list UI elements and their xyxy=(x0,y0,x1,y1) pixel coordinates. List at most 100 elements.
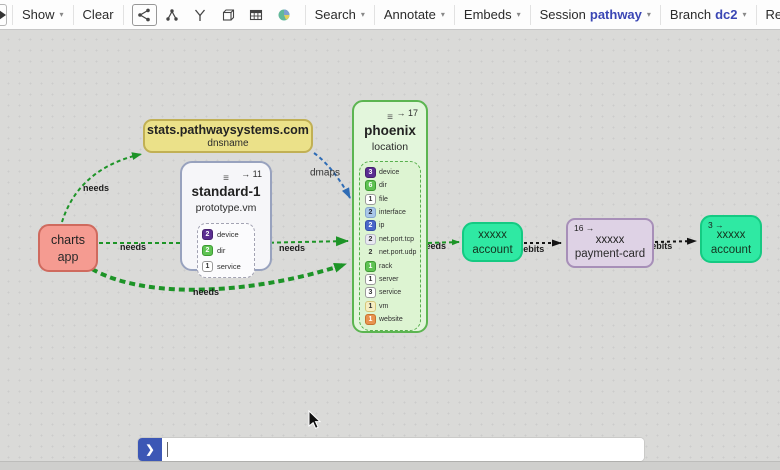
list-item-dir[interactable]: 6 dir xyxy=(365,180,415,192)
list-item-net-port-udp[interactable]: 2 net.port.udp xyxy=(365,247,417,258)
cube-view-button[interactable] xyxy=(216,4,241,26)
show-label: Show xyxy=(22,7,55,22)
show-menu-button[interactable]: Show ▾ xyxy=(13,0,73,29)
toolbar-divider xyxy=(373,4,375,25)
list-item-file[interactable]: 1 file xyxy=(365,193,415,205)
chevron-down-icon: ▾ xyxy=(360,10,365,19)
branch-menu-button[interactable]: Branch dc2 ▾ xyxy=(661,0,756,29)
annotate-menu-button[interactable]: Annotate ▾ xyxy=(375,0,454,29)
item-label: file xyxy=(379,195,388,203)
node-title: xxxxx xyxy=(716,228,746,241)
item-label: service xyxy=(217,262,241,271)
list-item-device[interactable]: 3 device xyxy=(365,167,415,178)
clear-button[interactable]: Clear xyxy=(74,0,123,29)
graph-canvas[interactable]: needs needs needs needs dmaps needs debi… xyxy=(0,30,780,470)
node-payment-card[interactable]: 16 → xxxxx payment-card xyxy=(566,218,654,268)
node-subtitle: prototype.vm xyxy=(195,202,257,214)
embeds-menu-button[interactable]: Embeds ▾ xyxy=(455,0,530,29)
list-item-device[interactable]: 2 device xyxy=(202,229,250,240)
session-menu-button[interactable]: Session pathway ▾ xyxy=(531,0,660,29)
cube-icon xyxy=(223,8,235,21)
list-item-website[interactable]: 1 website xyxy=(365,313,415,325)
chevron-down-icon: ▾ xyxy=(440,10,445,19)
edge-paymentcard-account2[interactable] xyxy=(654,237,697,245)
chevron-down-icon: ▾ xyxy=(646,10,651,19)
node-dnsname[interactable]: stats.pathwaysystems.com dnsname xyxy=(143,119,313,153)
node-phoenix[interactable]: ≡ → 17 phoenix location 3 device 6 dir 1… xyxy=(352,100,428,333)
count-badge: 2 xyxy=(368,249,373,257)
count-badge: 1 xyxy=(365,193,376,205)
search-menu-button[interactable]: Search ▾ xyxy=(306,0,374,29)
search-label: Search xyxy=(314,7,356,22)
node-subtitle: account xyxy=(472,243,513,256)
edge-label-needs: needs xyxy=(82,183,110,193)
menu-icon[interactable]: ≡ xyxy=(387,112,393,123)
item-label: service xyxy=(379,289,402,297)
clear-label: Clear xyxy=(82,7,114,22)
menu-icon[interactable]: ≡ xyxy=(223,173,229,184)
item-label: rack xyxy=(379,262,393,270)
command-input[interactable] xyxy=(162,438,644,461)
list-item-server[interactable]: 1 server xyxy=(365,273,415,285)
item-label: dir xyxy=(217,246,226,255)
table-icon xyxy=(250,9,263,20)
count-badge: 2 xyxy=(365,207,376,219)
y-split-icon xyxy=(195,9,206,21)
node-header: ≡ → 17 xyxy=(354,107,426,123)
edge-phoenix-account[interactable] xyxy=(427,239,460,246)
hierarchy-view-button[interactable] xyxy=(160,4,185,26)
node-subtitle: location xyxy=(371,141,409,153)
bottom-strip xyxy=(0,461,780,470)
list-item-dir[interactable]: 2 dir xyxy=(202,245,250,256)
list-item-interface[interactable]: 2 interface xyxy=(365,207,415,219)
count-badge: 1 xyxy=(365,260,376,272)
session-value: pathway xyxy=(589,7,642,22)
count-badge: 1 xyxy=(365,300,376,312)
toolbar-divider xyxy=(72,4,74,25)
node-account-1[interactable]: xxxxx account xyxy=(462,222,523,262)
contained-items: 2 device 2 dir 1 service xyxy=(197,223,255,278)
outgoing-count: 16 → xyxy=(574,223,595,233)
outgoing-count: → 11 xyxy=(241,169,262,179)
item-label: device xyxy=(217,230,239,239)
node-charts-app[interactable]: charts app xyxy=(38,224,98,272)
count-badge: 2 xyxy=(365,233,376,245)
node-title: xxxxx xyxy=(595,234,625,246)
list-item-ip[interactable]: 2 ip xyxy=(365,220,415,232)
pie-view-button[interactable] xyxy=(272,4,297,26)
edge-label-debits: debits xyxy=(645,241,673,251)
edge-charts-phoenix[interactable] xyxy=(91,262,347,292)
edge-dnsname-phoenix[interactable] xyxy=(313,152,351,199)
toolbar-divider xyxy=(12,4,13,25)
reports-label: Reports xyxy=(765,7,780,22)
reports-menu-button[interactable]: Reports ▾ xyxy=(757,0,780,29)
branch-value: dc2 xyxy=(715,7,738,22)
piechart-icon xyxy=(278,9,290,20)
list-item-rack[interactable]: 1 rack xyxy=(365,260,415,272)
list-item-vm[interactable]: 1 vm xyxy=(365,300,415,312)
list-item-net-port-tcp[interactable]: 2 net.port.tcp xyxy=(365,233,415,245)
node-standard1[interactable]: ≡ → 11 standard-1 prototype.vm 2 device … xyxy=(180,161,272,278)
list-item-service[interactable]: 3 service xyxy=(365,287,415,299)
node-subtitle: payment-card xyxy=(574,248,646,260)
item-label: server xyxy=(379,275,399,283)
table-view-button[interactable] xyxy=(244,4,269,26)
node-account-2[interactable]: 3 → xxxxx account xyxy=(700,215,762,263)
toolbar-divider xyxy=(122,4,124,25)
edge-charts-dnsname[interactable] xyxy=(61,152,143,223)
node-title: standard-1 xyxy=(191,184,261,199)
tree-view-button[interactable] xyxy=(188,4,213,26)
item-label: net.port.tcp xyxy=(379,235,415,243)
toolbar-divider xyxy=(529,4,531,25)
edge-label-needs: needs xyxy=(119,242,147,252)
count-badge: 1 xyxy=(365,273,376,285)
edge-label-needs: needs xyxy=(192,287,220,297)
edge-label-dmaps: dmaps xyxy=(309,167,341,179)
count-badge: 1 xyxy=(365,313,376,325)
list-item-service[interactable]: 1 service xyxy=(202,261,250,272)
item-label: device xyxy=(379,169,400,176)
node-subtitle: account xyxy=(710,243,752,256)
command-submit-button[interactable]: ❯ xyxy=(138,438,162,461)
graph-view-button[interactable] xyxy=(131,3,157,26)
play-button[interactable] xyxy=(0,3,7,26)
